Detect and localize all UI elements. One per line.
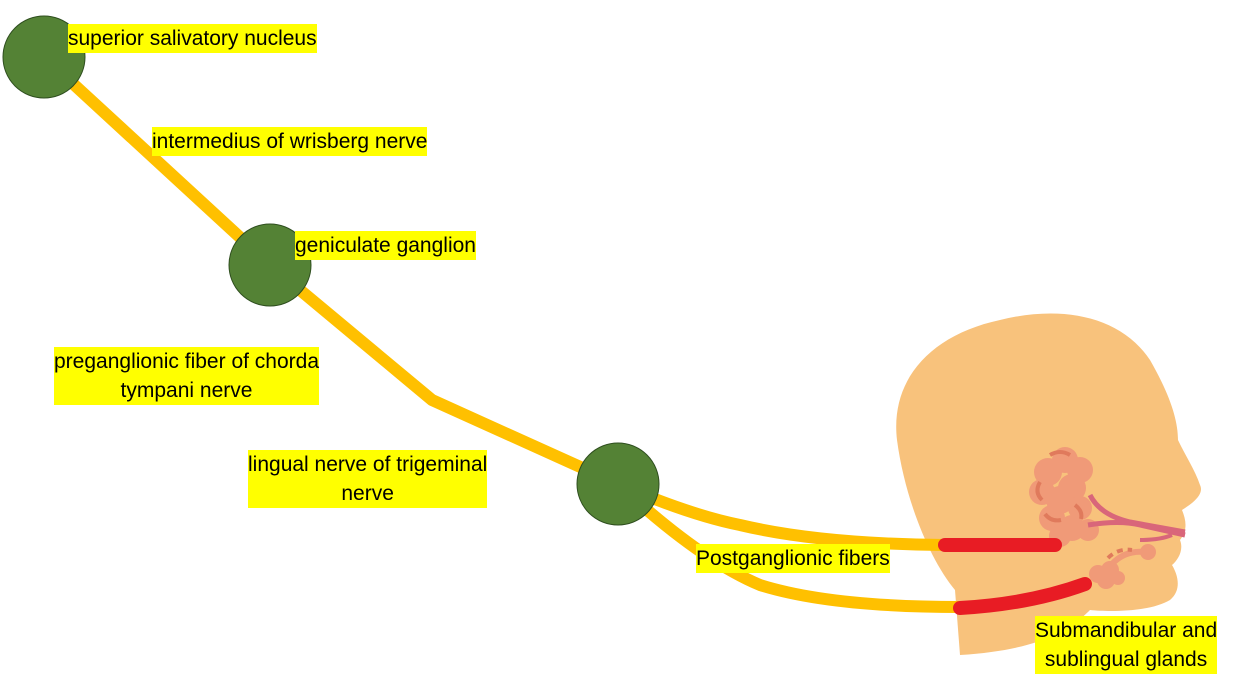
label-intermedius-nerve: intermedius of wrisberg nerve <box>152 127 428 156</box>
nerve-fibers <box>39 52 1092 615</box>
label-text: superior salivatory nucleus <box>68 27 317 50</box>
label-lingual-nerve: lingual nerve of trigeminal nerve <box>248 450 488 508</box>
label-text-line1: preganglionic fiber of chorda <box>54 350 320 373</box>
superior-salivatory-nucleus-node <box>2 15 86 99</box>
label-text-line1: lingual nerve of trigeminal <box>248 453 488 476</box>
label-text-line2: nerve <box>341 482 394 505</box>
salivary-gland-icon <box>1029 447 1186 589</box>
label-superior-salivatory-nucleus: superior salivatory nucleus <box>68 24 317 53</box>
geniculate-ganglion-node <box>228 223 312 307</box>
postganglionic-fiber-lower <box>613 479 961 613</box>
postganglionic-fiber-upper <box>615 478 946 551</box>
label-text: intermedius of wrisberg nerve <box>152 130 428 153</box>
label-text: geniculate ganglion <box>295 234 476 257</box>
submandibular-ganglion-node <box>576 442 660 526</box>
label-geniculate-ganglion: geniculate ganglion <box>295 231 476 260</box>
label-text: Postganglionic fibers <box>696 547 890 570</box>
postganglionic-end-lower <box>953 577 1092 615</box>
preganglionic-nerve-path <box>39 52 621 490</box>
label-text-line1: Submandibular and <box>1035 619 1218 642</box>
label-text-line2: sublingual glands <box>1044 648 1208 671</box>
label-postganglionic-fibers: Postganglionic fibers <box>696 544 890 573</box>
label-preganglionic-fiber: preganglionic fiber of chorda tympani ne… <box>54 347 320 405</box>
label-salivary-glands: Submandibular and sublingual glands <box>1035 616 1218 674</box>
label-text-line2: tympani nerve <box>120 379 253 402</box>
